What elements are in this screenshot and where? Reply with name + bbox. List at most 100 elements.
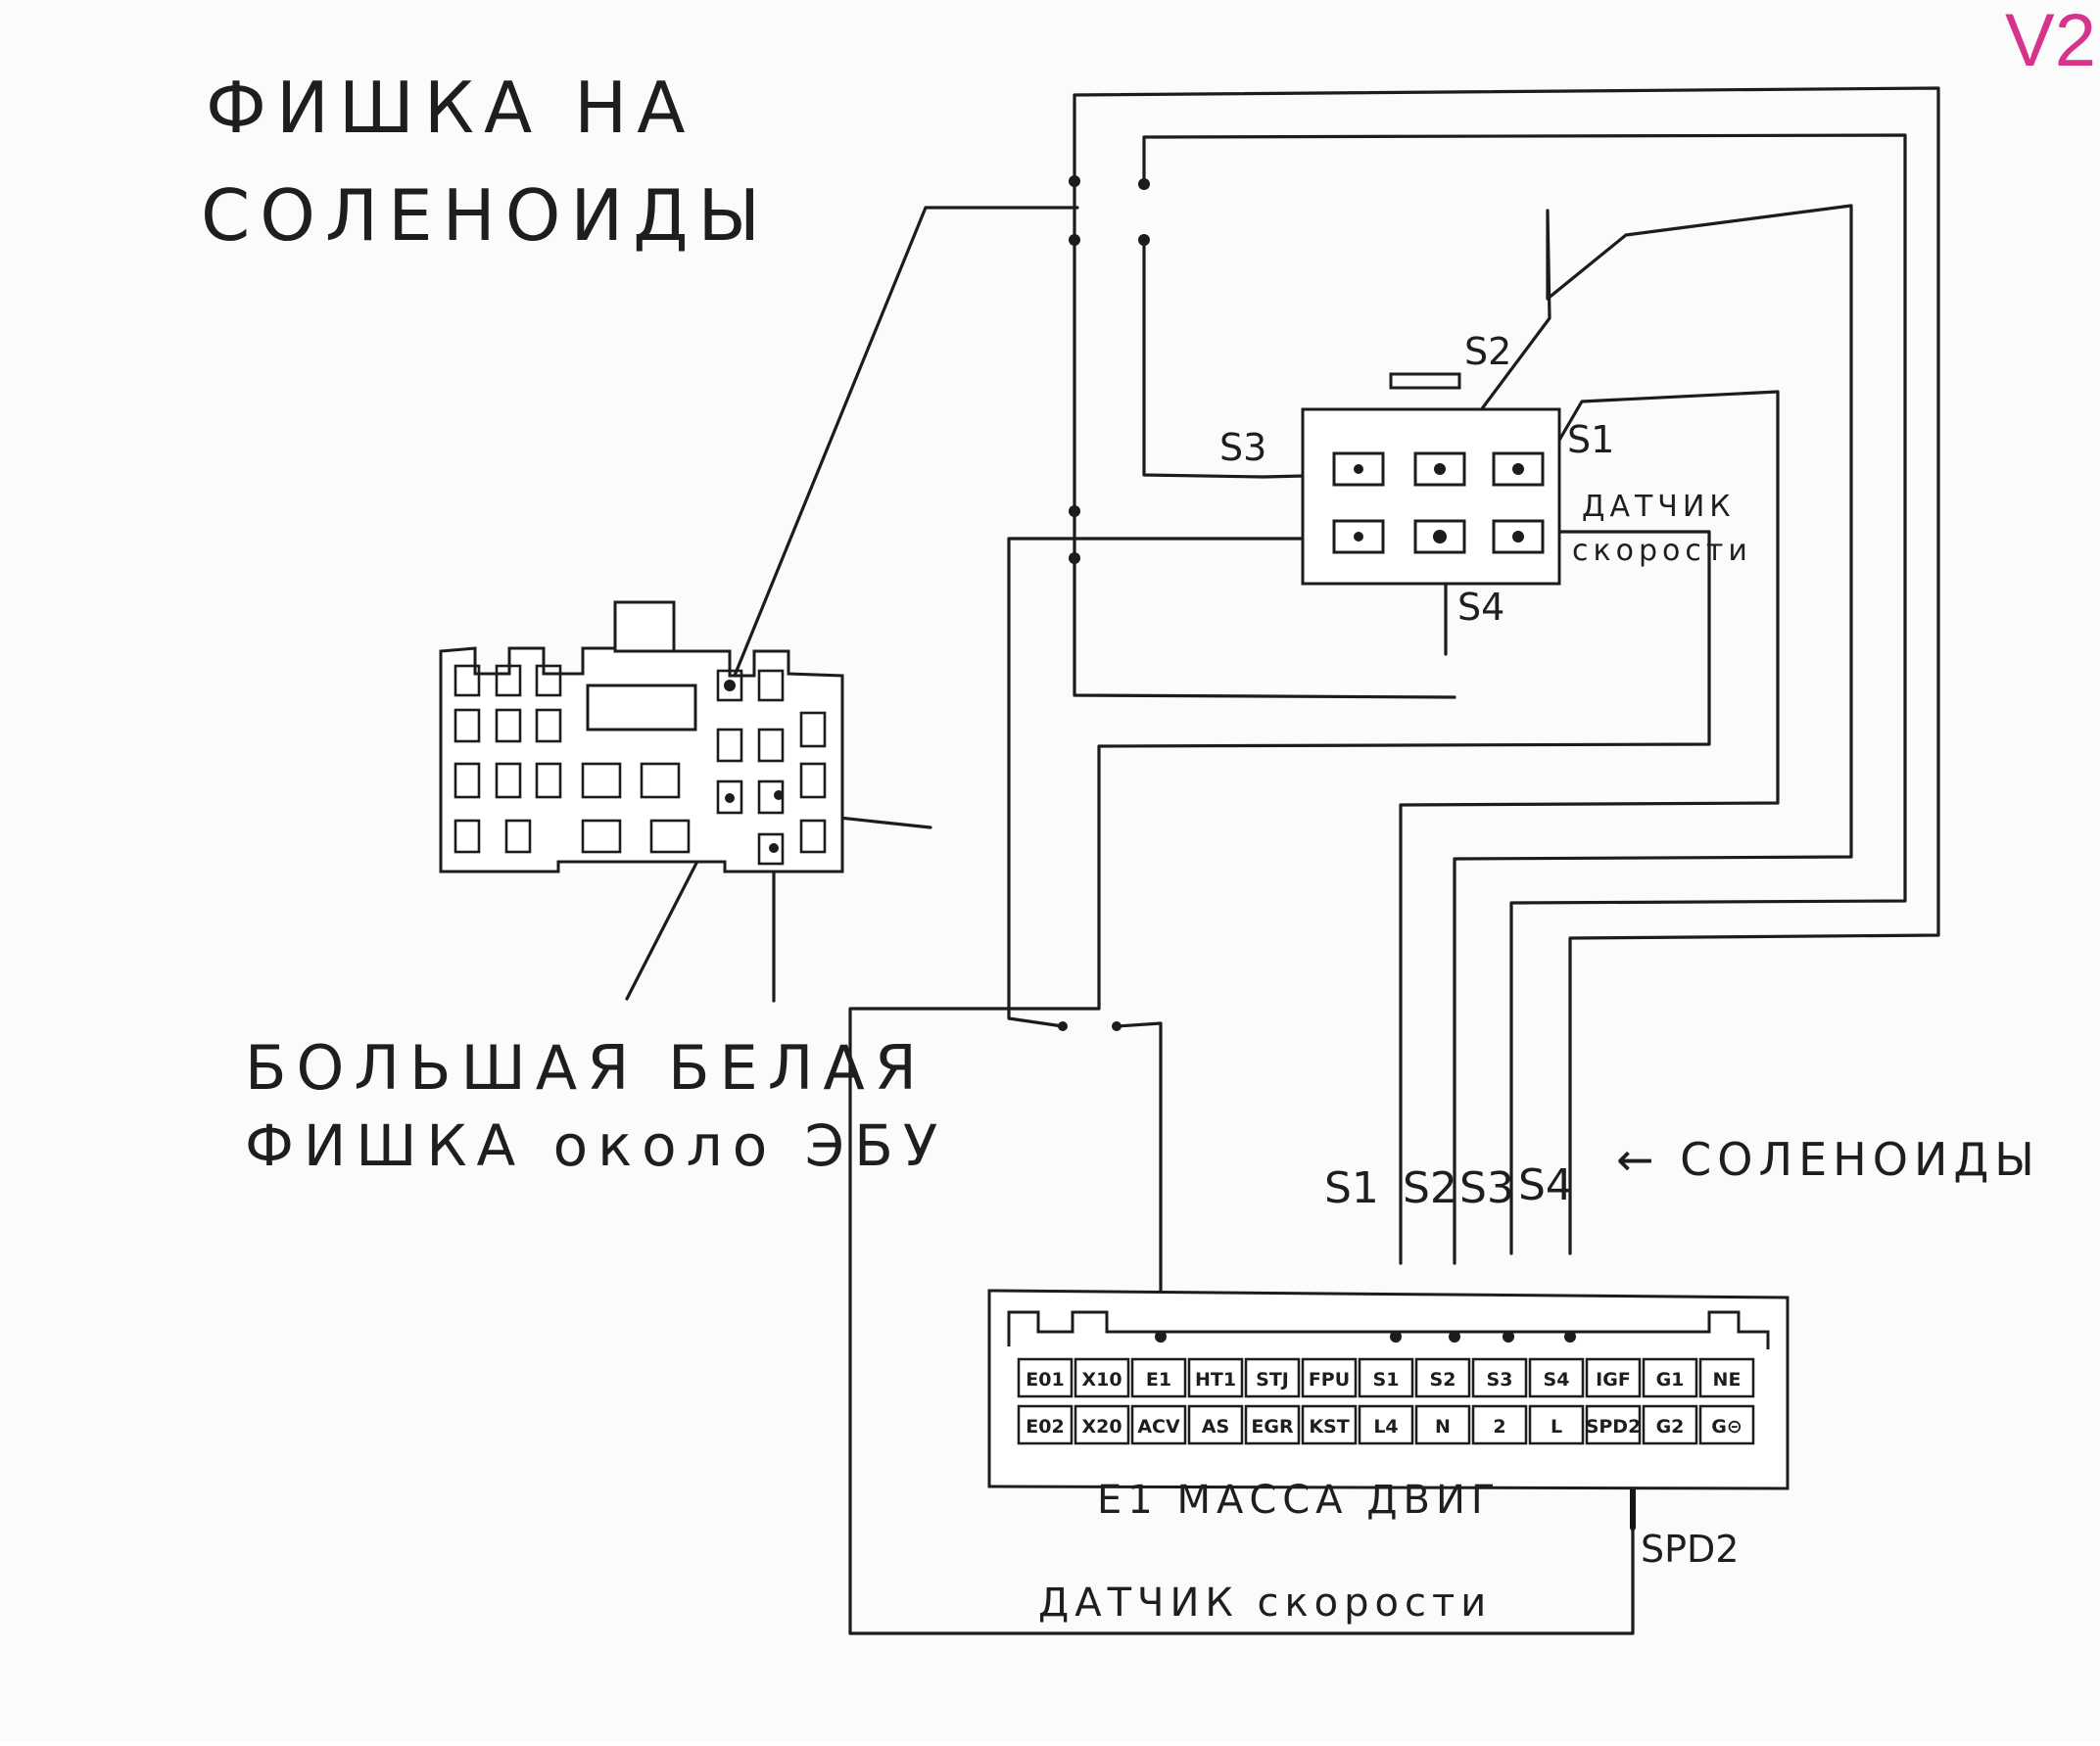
pin-dot <box>1503 1331 1514 1343</box>
big-connector-cells <box>453 664 827 866</box>
pin-dot <box>1564 1331 1576 1343</box>
pin-dot <box>724 680 736 691</box>
ecu-pin-label: N <box>1435 1416 1451 1438</box>
ecu-pin-cell <box>1244 1357 1301 1398</box>
ecu-pin-cell <box>1130 1404 1187 1445</box>
ecu-pin-label: STJ <box>1256 1369 1289 1391</box>
ecu-wire-labels: S1 S2 S3 S4 ← СОЛЕНОИДЫ <box>1324 1133 2040 1213</box>
ecu-pin-cell <box>1301 1404 1358 1445</box>
ecu-pin-label: S3 <box>1487 1369 1513 1391</box>
solenoid-pin-s2 <box>1413 451 1466 487</box>
ecu-pin-cell <box>1301 1357 1358 1398</box>
solenoid-pin-s3 <box>1332 451 1385 487</box>
pin-dot <box>725 793 735 803</box>
ecu-pin-label: HT1 <box>1195 1369 1236 1391</box>
ecu-pin-label: IGF <box>1596 1369 1631 1391</box>
speed-sensor-label-1: ДАТЧИК <box>1582 490 1736 524</box>
spd2-label: SPD2 <box>1641 1528 1739 1571</box>
junction-dot <box>1069 234 1080 246</box>
junction-dot <box>1069 175 1080 187</box>
version-tag: V2 <box>2005 0 2096 82</box>
junction-dot <box>1138 234 1150 246</box>
ecu-pin-label: AS <box>1202 1416 1229 1438</box>
label-s2: S2 <box>1464 330 1511 373</box>
ecu-pin-label: ACV <box>1137 1416 1180 1438</box>
wire-s1 <box>1399 390 1780 1265</box>
wire-big-connector-top <box>726 206 1079 694</box>
speed-sensor-label-2: скорости <box>1572 534 1752 568</box>
ecu-pin-cell <box>1358 1404 1414 1445</box>
solenoids-arrow-label: ← СОЛЕНОИДЫ <box>1616 1133 2040 1186</box>
ecu-pin-label: E02 <box>1026 1416 1064 1438</box>
solenoid-connector-latch <box>1389 372 1461 390</box>
solenoid-connector-body <box>1301 407 1561 586</box>
ecu-pin-label: S2 <box>1430 1369 1456 1391</box>
ecu-pin-label: 2 <box>1493 1416 1505 1438</box>
ecu-pin-cell <box>1017 1357 1074 1398</box>
ecu-pin-label: G⊝ <box>1711 1416 1742 1438</box>
ecu-connector-rail <box>1007 1310 1770 1349</box>
pin-dot <box>1512 531 1524 543</box>
ecu-pin-cell <box>1528 1357 1585 1398</box>
junction-dot <box>1058 1021 1068 1031</box>
label-s1: S1 <box>1567 418 1614 461</box>
ecu-pin-cell <box>1471 1404 1528 1445</box>
ecu-pin-label: FPU <box>1309 1369 1350 1391</box>
pin-dot <box>1512 463 1524 475</box>
big-connector-key <box>586 684 697 731</box>
solenoid-pin-s1 <box>1492 451 1545 487</box>
junction-dot <box>1069 552 1080 564</box>
pin-dot <box>1155 1331 1167 1343</box>
wire-speed-sensor <box>848 530 1711 1635</box>
ecu-pin-cell <box>1698 1357 1755 1398</box>
pin-dot <box>1354 464 1363 474</box>
pin-dot <box>774 790 784 800</box>
junction-dot <box>1138 178 1150 190</box>
ecu-label-s2: S2 <box>1403 1163 1457 1213</box>
wire-e1 <box>1115 1021 1163 1339</box>
ecu-pin-cell <box>1017 1404 1074 1445</box>
label-s3: S3 <box>1219 426 1266 469</box>
ecu-pin-cell <box>1528 1404 1585 1445</box>
solenoid-connector: S2 S3 S1 S4 ДАТЧИК скорости <box>1219 330 1752 629</box>
pin-dot <box>1354 532 1363 542</box>
wire-s2 <box>1438 204 1853 1265</box>
wire-left-bus <box>1073 179 1456 699</box>
pin-dot <box>1449 1331 1460 1343</box>
label-s4: S4 <box>1457 586 1504 629</box>
ecu-pin-cell <box>1187 1404 1244 1445</box>
ecu-pin-cell <box>1698 1404 1755 1445</box>
ecu-label-s3: S3 <box>1459 1163 1514 1213</box>
ecu-pin-cell <box>1585 1357 1642 1398</box>
speed-sensor-bottom-caption: ДАТЧИК скорости <box>1038 1581 1492 1626</box>
ecu-pin-cell <box>1642 1404 1698 1445</box>
ecu-pin-label: SPD2 <box>1586 1416 1642 1438</box>
ecu-pin-cell <box>1642 1357 1698 1398</box>
wire-s4-connector <box>1007 537 1346 1028</box>
ecu-pin-label: G2 <box>1656 1416 1685 1438</box>
ecu-pin-cell <box>1585 1404 1642 1445</box>
pin-dot <box>1434 463 1446 475</box>
title-line-1: ФИШКА НА <box>206 67 694 149</box>
ecu-pin-cell <box>1358 1357 1414 1398</box>
pin-dot <box>1433 530 1447 543</box>
ecu-pin-label: E01 <box>1026 1369 1064 1391</box>
ecu-label-s1: S1 <box>1324 1163 1379 1213</box>
ecu-pin-label: L <box>1551 1416 1562 1438</box>
ecu-pin-label: NE <box>1713 1369 1742 1391</box>
big-white-connector: БОЛЬШАЯ БЕЛАЯ ФИШКА около ЭБУ <box>245 600 947 1179</box>
ecu-pin-cell <box>1130 1357 1187 1398</box>
junction-dot <box>1069 505 1080 517</box>
big-connector-caption-1: БОЛЬШАЯ БЕЛАЯ <box>245 1032 927 1104</box>
ecu-pin-cell <box>1471 1357 1528 1398</box>
big-connector-caption-2: ФИШКА около ЭБУ <box>245 1112 947 1179</box>
ecu-pin-label: L4 <box>1373 1416 1398 1438</box>
e1-ground-caption: E1 МАССА ДВИГ <box>1097 1478 1501 1523</box>
ecu-pin-cell <box>1074 1404 1130 1445</box>
big-connector-body <box>439 646 844 873</box>
ecu-pin-label: S1 <box>1373 1369 1400 1391</box>
